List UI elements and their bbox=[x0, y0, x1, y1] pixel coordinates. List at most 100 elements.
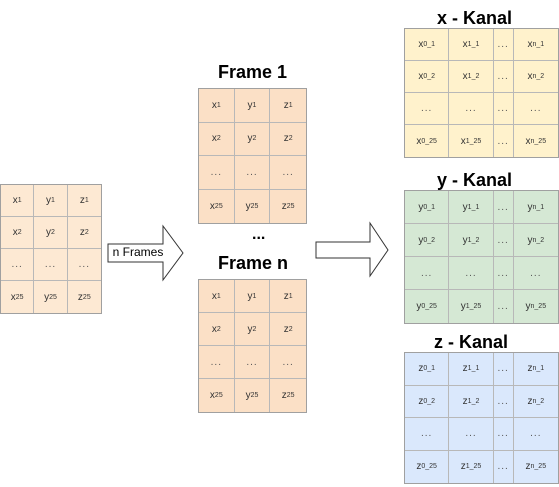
cell-base: ... bbox=[246, 166, 258, 178]
cell-base: ... bbox=[497, 395, 509, 407]
cell-base: x bbox=[10, 291, 16, 303]
cell-subscript: 0_25 bbox=[421, 463, 437, 471]
cell-base: z bbox=[281, 390, 287, 401]
table-cell: ... bbox=[405, 418, 450, 451]
cell-subscript: 1 bbox=[17, 197, 22, 204]
cell-base: z bbox=[283, 133, 289, 145]
cell-subscript: 1_1 bbox=[467, 203, 480, 211]
cell-base: x bbox=[211, 323, 217, 335]
cell-base: y bbox=[418, 234, 424, 246]
z-channel-title: z - Kanal bbox=[434, 332, 509, 352]
cell-base: z bbox=[77, 291, 83, 303]
cell-base: ... bbox=[465, 103, 477, 114]
table-cell: ... bbox=[199, 346, 235, 379]
cell-base: x bbox=[460, 135, 466, 147]
cell-subscript: 2 bbox=[252, 325, 257, 333]
cell-base: ... bbox=[530, 428, 542, 440]
cell-base: x bbox=[416, 135, 422, 147]
cell-subscript: n_2 bbox=[532, 397, 545, 405]
cell-base: z bbox=[527, 363, 533, 375]
cell-base: x bbox=[211, 133, 217, 145]
cell-base: z bbox=[283, 290, 289, 302]
cell-base: z bbox=[416, 461, 422, 473]
cell-base: ... bbox=[530, 103, 542, 114]
cell-subscript: 2 bbox=[288, 135, 293, 143]
cell-subscript: 2 bbox=[252, 135, 257, 143]
table-cell: ... bbox=[493, 61, 514, 93]
table-cell: ... bbox=[493, 353, 514, 386]
cell-subscript: 2 bbox=[84, 229, 89, 236]
cell-base: ... bbox=[421, 103, 433, 114]
cell-base: y bbox=[460, 301, 466, 312]
cell-subscript: 2 bbox=[17, 229, 22, 236]
cell-subscript: n_1 bbox=[532, 203, 545, 211]
cell-base: x bbox=[527, 71, 533, 82]
cell-subscript: 1_1 bbox=[467, 365, 480, 373]
cell-base: ... bbox=[421, 428, 433, 440]
cell-base: ... bbox=[497, 461, 509, 473]
cell-base: z bbox=[281, 200, 287, 212]
table-cell: ... bbox=[270, 156, 306, 190]
cell-subscript: n_25 bbox=[530, 137, 547, 145]
cell-base: y bbox=[247, 99, 253, 111]
cell-subscript: 1 bbox=[288, 292, 293, 300]
table-cell: ... bbox=[234, 346, 271, 379]
table-cell: ... bbox=[493, 385, 514, 418]
cell-base: ... bbox=[465, 267, 477, 279]
cell-base: ... bbox=[497, 428, 509, 440]
cell-base: x bbox=[525, 135, 531, 147]
cell-subscript: 1_25 bbox=[465, 463, 482, 471]
cell-base: ... bbox=[530, 267, 542, 279]
cell-base: y bbox=[46, 195, 52, 206]
cell-base: x bbox=[12, 195, 18, 206]
cell-base: y bbox=[525, 301, 531, 312]
split-channels-arrow bbox=[315, 221, 389, 278]
cell-base: x bbox=[209, 390, 215, 401]
cell-subscript: 0_25 bbox=[421, 137, 437, 145]
table-cell: ... bbox=[199, 156, 235, 190]
cell-subscript: 0_1 bbox=[423, 203, 436, 211]
cell-subscript: 25 bbox=[49, 293, 57, 301]
cell-base: x bbox=[418, 71, 424, 82]
table-cell: ... bbox=[513, 93, 558, 125]
table-cell: ... bbox=[493, 191, 514, 224]
table-cell: ... bbox=[405, 93, 450, 125]
cell-base: y bbox=[527, 201, 533, 213]
table-cell: ... bbox=[494, 450, 514, 483]
table-cell: ... bbox=[493, 418, 514, 451]
cell-base: y bbox=[247, 290, 253, 302]
cell-subscript: 2 bbox=[216, 135, 221, 143]
cell-base: ... bbox=[497, 135, 509, 147]
cell-subscript: 1_1 bbox=[467, 41, 480, 48]
cell-base: x bbox=[462, 71, 468, 82]
cell-subscript: 1 bbox=[51, 197, 55, 204]
cell-base: y bbox=[247, 323, 253, 335]
cell-subscript: 25 bbox=[250, 202, 259, 210]
cell-base: z bbox=[79, 227, 85, 238]
cell-subscript: 2 bbox=[288, 325, 293, 333]
cell-base: y bbox=[462, 234, 468, 246]
